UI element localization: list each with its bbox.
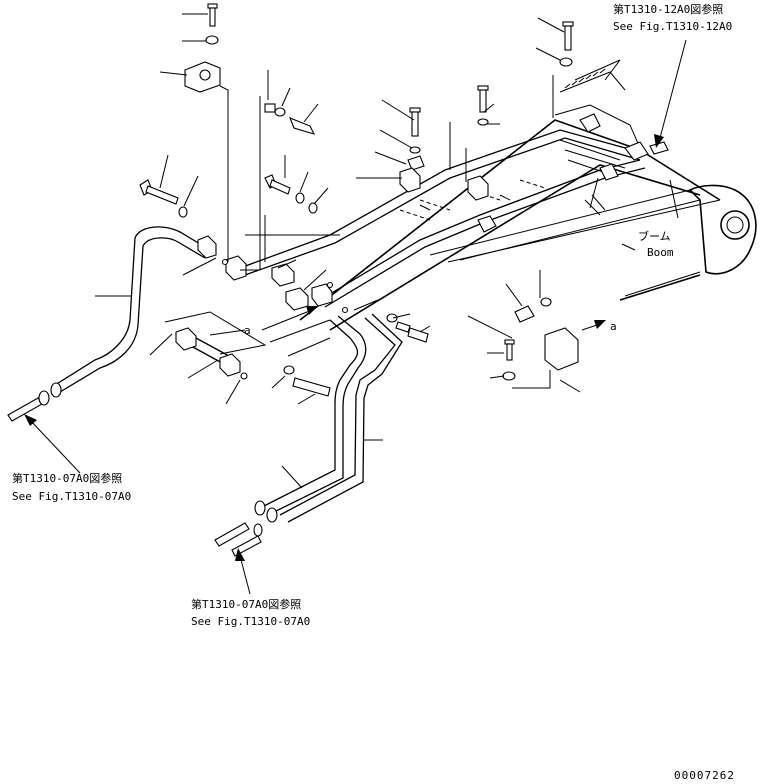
arrow-head-left bbox=[24, 414, 37, 426]
reference-top-right: 第T1310-12A0図参照 See Fig.T1310-12A0 bbox=[613, 2, 732, 33]
arrow-head-top-right bbox=[654, 134, 664, 148]
svg-text:ブーム: ブーム bbox=[638, 229, 671, 243]
boom-structure bbox=[299, 59, 757, 331]
leader-lines bbox=[95, 13, 679, 489]
svg-text:第T1310-07A0図参照: 第T1310-07A0図参照 bbox=[191, 597, 301, 611]
svg-text:第T1310-07A0図参照: 第T1310-07A0図参照 bbox=[12, 471, 122, 485]
svg-text:第T1310-12A0図参照: 第T1310-12A0図参照 bbox=[613, 2, 723, 16]
svg-text:See Fig.T1310-07A0: See Fig.T1310-07A0 bbox=[12, 490, 131, 503]
svg-text:Boom: Boom bbox=[647, 246, 674, 259]
view-arrow-right bbox=[594, 320, 606, 329]
view-arrow-left bbox=[306, 306, 318, 315]
reference-left: 第T1310-07A0図参照 See Fig.T1310-07A0 bbox=[12, 471, 131, 503]
reference-arrows bbox=[24, 39, 687, 595]
reference-bottom: 第T1310-07A0図参照 See Fig.T1310-07A0 bbox=[191, 597, 310, 628]
svg-text:See Fig.T1310-07A0: See Fig.T1310-07A0 bbox=[191, 615, 310, 628]
boom-label: ブーム Boom bbox=[638, 229, 674, 259]
arrow-head-bottom bbox=[235, 548, 245, 561]
view-marker-right: a bbox=[610, 320, 617, 333]
svg-text:See Fig.T1310-12A0: See Fig.T1310-12A0 bbox=[613, 20, 732, 33]
fasteners bbox=[7, 3, 669, 557]
view-marker-left: a bbox=[244, 324, 251, 337]
drawing-number: 00007262 bbox=[674, 769, 735, 782]
